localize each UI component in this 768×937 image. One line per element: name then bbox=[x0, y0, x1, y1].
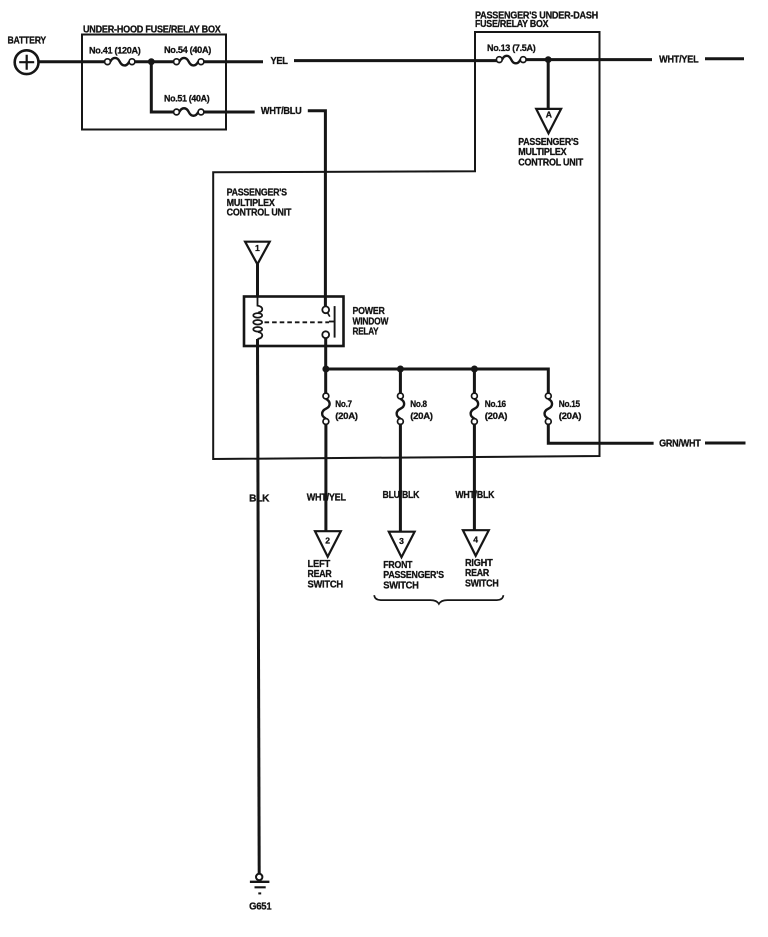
svg-text:POWER: POWER bbox=[353, 306, 385, 317]
svg-text:WHT/YEL: WHT/YEL bbox=[659, 54, 698, 65]
svg-text:WINDOW: WINDOW bbox=[353, 316, 390, 327]
svg-text:WHT/BLU: WHT/BLU bbox=[261, 106, 302, 117]
svg-text:3: 3 bbox=[399, 536, 404, 546]
svg-text:FRONT: FRONT bbox=[383, 560, 412, 571]
svg-text:GRN/WHT: GRN/WHT bbox=[659, 438, 701, 449]
svg-text:YEL: YEL bbox=[271, 56, 288, 67]
svg-text:WHT/YEL: WHT/YEL bbox=[307, 492, 346, 503]
svg-text:PASSENGER'S: PASSENGER'S bbox=[383, 570, 444, 581]
svg-text:UNDER-HOOD FUSE/RELAY BOX: UNDER-HOOD FUSE/RELAY BOX bbox=[83, 25, 221, 36]
svg-text:(20A): (20A) bbox=[410, 411, 433, 421]
svg-text:PASSENGER'S: PASSENGER'S bbox=[518, 137, 579, 148]
svg-text:CONTROL UNIT: CONTROL UNIT bbox=[227, 208, 292, 219]
svg-text:(20A): (20A) bbox=[485, 411, 508, 421]
svg-text:(20A): (20A) bbox=[335, 411, 358, 421]
svg-text:No.7: No.7 bbox=[335, 399, 352, 409]
svg-text:RIGHT: RIGHT bbox=[465, 558, 493, 569]
svg-text:WHT/BLK: WHT/BLK bbox=[455, 490, 495, 501]
svg-text:MULTIPLEX: MULTIPLEX bbox=[518, 147, 567, 158]
svg-text:(20A): (20A) bbox=[559, 411, 582, 421]
svg-text:No.41 (120A): No.41 (120A) bbox=[89, 46, 141, 56]
svg-text:No.15: No.15 bbox=[559, 399, 580, 409]
svg-text:A: A bbox=[546, 109, 552, 119]
svg-text:1: 1 bbox=[255, 243, 260, 253]
svg-text:No.8: No.8 bbox=[410, 399, 427, 409]
svg-text:SWITCH: SWITCH bbox=[383, 581, 419, 592]
svg-text:REAR: REAR bbox=[465, 568, 489, 579]
svg-text:2: 2 bbox=[325, 536, 330, 546]
svg-text:CONTROL UNIT: CONTROL UNIT bbox=[518, 157, 583, 168]
svg-text:LEFT: LEFT bbox=[308, 559, 331, 570]
svg-text:SWITCH: SWITCH bbox=[308, 580, 344, 591]
svg-text:BATTERY: BATTERY bbox=[8, 36, 47, 47]
svg-text:PASSENGER'S: PASSENGER'S bbox=[227, 188, 288, 199]
svg-text:G651: G651 bbox=[249, 901, 272, 912]
svg-text:MULTIPLEX: MULTIPLEX bbox=[227, 198, 276, 209]
svg-text:FUSE/RELAY BOX: FUSE/RELAY BOX bbox=[475, 19, 549, 30]
svg-text:RELAY: RELAY bbox=[353, 326, 379, 337]
svg-text:4: 4 bbox=[473, 535, 478, 545]
svg-text:BLK: BLK bbox=[249, 493, 270, 504]
svg-text:PASSENGER'S UNDER-DASH: PASSENGER'S UNDER-DASH bbox=[475, 11, 598, 22]
svg-text:REAR: REAR bbox=[308, 569, 332, 580]
svg-text:No.54 (40A): No.54 (40A) bbox=[164, 45, 211, 55]
svg-text:SWITCH: SWITCH bbox=[465, 579, 499, 590]
svg-text:BLU/BLK: BLU/BLK bbox=[383, 490, 421, 501]
svg-text:No.13 (7.5A): No.13 (7.5A) bbox=[487, 43, 536, 53]
svg-text:No.16: No.16 bbox=[485, 399, 506, 409]
svg-text:No.51 (40A): No.51 (40A) bbox=[164, 94, 210, 104]
